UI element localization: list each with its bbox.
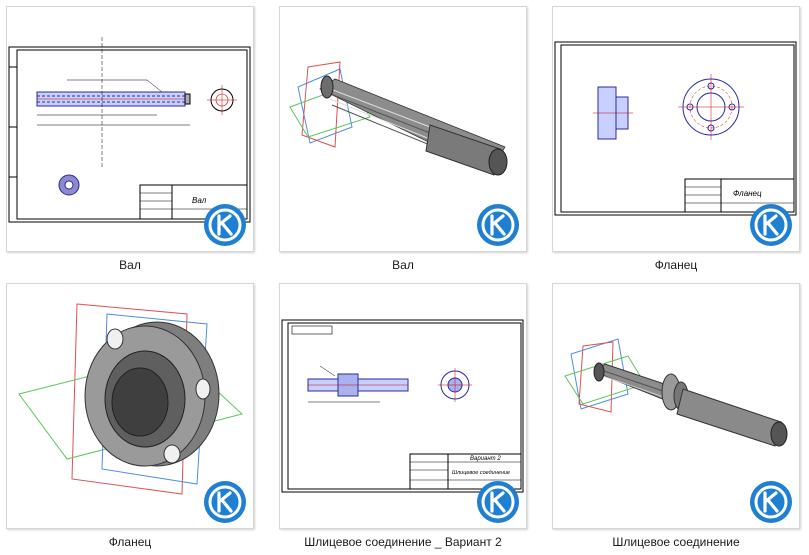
file-thumbnail xyxy=(279,6,527,252)
drawing-title: Вал xyxy=(192,196,207,205)
kompas-3d-logo-icon xyxy=(750,481,792,523)
file-thumbnail: Вал xyxy=(6,6,254,252)
drawing-preview: Фланец xyxy=(554,41,797,216)
file-name[interactable]: Фланец xyxy=(108,535,152,549)
kompas-3d-logo-icon xyxy=(204,204,246,246)
kompas-3d-logo-icon xyxy=(204,481,246,523)
kompas-3d-logo-icon xyxy=(477,481,519,523)
file-thumbnail: Вариант 2 Шлицевое соединение xyxy=(279,283,527,529)
drawing-title: Фланец xyxy=(733,189,762,198)
file-name[interactable]: Вал xyxy=(392,258,414,272)
file-name[interactable]: Шлицевое соединение xyxy=(612,535,740,549)
drawing-preview: Вал xyxy=(8,37,251,223)
drawing-preview: Вариант 2 Шлицевое соединение xyxy=(281,319,524,493)
drawing-title: Шлицевое соединение xyxy=(452,470,510,476)
file-thumbnail xyxy=(6,283,254,529)
model-preview xyxy=(289,61,508,176)
kompas-3d-logo-icon xyxy=(477,204,519,246)
file-thumbnail xyxy=(552,283,800,529)
file-name[interactable]: Вал xyxy=(119,258,141,272)
model-preview xyxy=(564,338,788,447)
file-thumbnail: Фланец xyxy=(552,6,800,252)
drawing-variant: Вариант 2 xyxy=(470,456,501,462)
model-preview xyxy=(18,303,244,495)
file-name[interactable]: Шлицевое соединение _ Вариант 2 xyxy=(304,535,502,549)
kompas-3d-logo-icon xyxy=(750,204,792,246)
file-name[interactable]: Фланец xyxy=(654,258,698,272)
